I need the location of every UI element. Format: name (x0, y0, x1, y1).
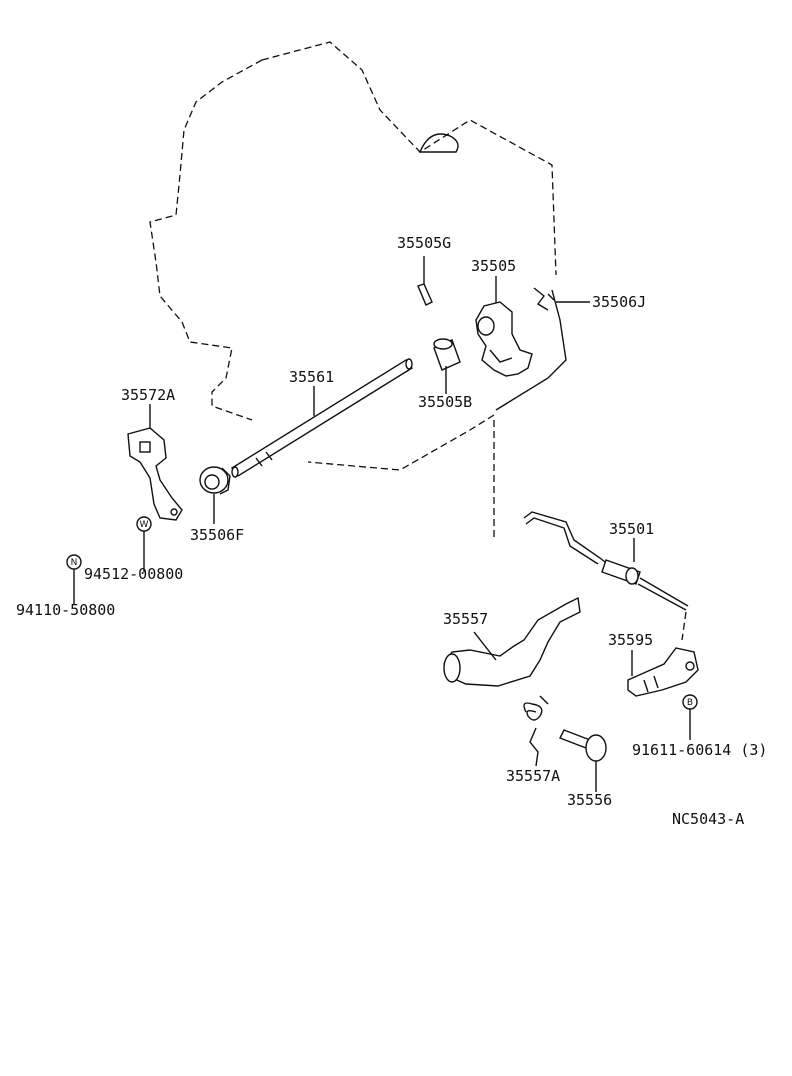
bracket-35595-icon (627, 647, 699, 697)
nut-N-icon: N (66, 554, 82, 604)
label-35505G: 35505G (397, 234, 452, 252)
clip-35506J-icon (533, 287, 590, 311)
label-35505B: 35505B (418, 393, 473, 411)
label-35506F: 35506F (190, 526, 245, 544)
label-35505: 35505 (471, 257, 517, 275)
shaft-35561-icon (230, 358, 414, 478)
label-35595: 35595 (608, 631, 654, 649)
shift-lever-35505-icon (475, 276, 533, 377)
label-94110-50800: 94110-50800 (16, 601, 116, 619)
washer-W-icon: W (136, 516, 152, 572)
label-35561: 35561 (289, 368, 335, 386)
bolt-B-icon: B (682, 694, 698, 740)
lever-35557-icon (443, 596, 581, 687)
svg-text:N: N (71, 558, 78, 568)
label-91611-60614: 91611-60614 (3) (632, 741, 768, 759)
label-35572A: 35572A (121, 386, 176, 404)
cable-35501-icon (523, 511, 689, 611)
label-35557: 35557 (443, 610, 489, 628)
label-35501: 35501 (609, 520, 655, 538)
bracket-35572A-icon (127, 404, 183, 521)
label-35556: 35556 (567, 791, 613, 809)
svg-text:B: B (687, 698, 693, 708)
bushing-35505B-icon (433, 338, 461, 394)
label-94512-00800: 94512-00800 (84, 565, 184, 583)
label-35557A: 35557A (506, 767, 561, 785)
transmission-case-outline (149, 41, 687, 641)
svg-text:W: W (140, 520, 149, 530)
spring-35557A-icon (523, 695, 549, 767)
pin-35556-icon (559, 729, 607, 792)
diagram-code: NC5043-A (672, 810, 745, 828)
seal-35506F-icon (199, 466, 231, 524)
pin-35505G-icon (417, 256, 433, 306)
label-35506J: 35506J (592, 293, 647, 311)
